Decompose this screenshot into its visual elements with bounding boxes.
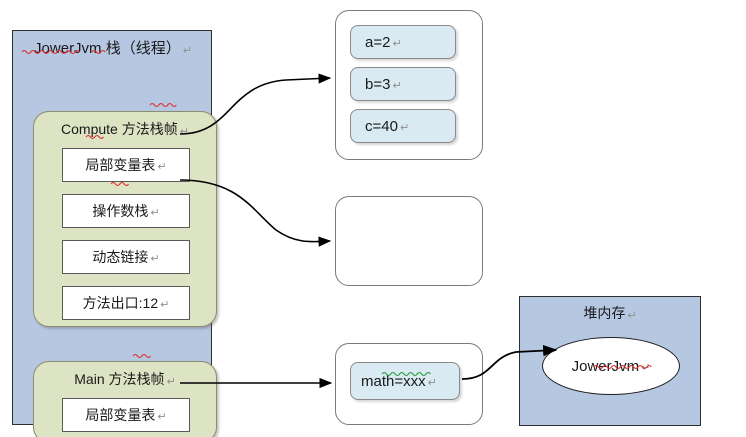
variable-chip-label: c=40	[365, 117, 398, 135]
pilcrow-icon: ↵	[179, 126, 189, 138]
main-frame-title: Main 方法栈帧↵	[34, 369, 216, 389]
variable-chip-label: b=3	[365, 75, 391, 93]
compute-slot-local-variable-table[interactable]: 局部变量表↵	[62, 148, 190, 182]
pilcrow-icon: ↵	[399, 121, 410, 134]
pilcrow-icon: ↵	[157, 410, 167, 423]
compute-slot-operand-stack[interactable]: 操作数栈↵	[62, 194, 190, 228]
variable-chip-c[interactable]: c=40↵	[350, 109, 456, 143]
compute-method-frame: Compute 方法栈帧↵ 局部变量表↵ 操作数栈↵ 动态链接↵ 方法出口:12…	[33, 111, 217, 327]
heap-object-label: JowerJvm	[571, 357, 640, 375]
pilcrow-icon: ↵	[392, 79, 402, 92]
slot-label: 局部变量表	[85, 407, 156, 423]
jvm-stack-title-text: JowerJvm 栈（线程）	[34, 40, 181, 57]
operand-stack-panel	[335, 196, 483, 286]
heap-title: 堆内存↵	[520, 303, 700, 323]
variable-chip-a[interactable]: a=2↵	[350, 25, 456, 59]
slot-label: 操作数栈	[92, 203, 149, 219]
pilcrow-icon: ↵	[392, 37, 402, 50]
pilcrow-icon: ↵	[182, 45, 192, 57]
variable-chip-label: a=2	[365, 33, 391, 51]
pilcrow-icon: ↵	[641, 361, 651, 374]
main-slot-local-variable-table[interactable]: 局部变量表↵	[62, 398, 190, 432]
variable-chip-math[interactable]: math=xxx↵	[350, 362, 460, 400]
main-method-frame: Main 方法栈帧↵ 局部变量表↵	[33, 361, 217, 437]
heap-title-text: 堆内存	[583, 305, 626, 321]
pilcrow-icon: ↵	[150, 252, 160, 265]
pilcrow-icon: ↵	[157, 160, 167, 173]
pilcrow-icon: ↵	[166, 376, 176, 388]
heap-memory-container: 堆内存↵ JowerJvm↵	[519, 296, 701, 426]
variable-chip-label: math=xxx	[361, 372, 426, 390]
jvm-stack-title: JowerJvm 栈（线程）↵	[13, 37, 213, 58]
main-local-variable-panel: math=xxx↵	[335, 343, 483, 425]
pilcrow-icon: ↵	[627, 310, 637, 322]
jvm-stack-container: JowerJvm 栈（线程）↵ Compute 方法栈帧↵ 局部变量表↵ 操作数…	[12, 30, 217, 437]
variable-chip-b[interactable]: b=3↵	[350, 67, 456, 101]
compute-frame-title: Compute 方法栈帧↵	[34, 119, 216, 139]
compute-slot-method-return-address[interactable]: 方法出口:12↵	[62, 286, 190, 320]
heap-object-ellipse[interactable]: JowerJvm↵	[542, 337, 680, 395]
pilcrow-icon: ↵	[160, 298, 170, 311]
compute-slot-dynamic-linking[interactable]: 动态链接↵	[62, 240, 190, 274]
main-frame-title-text: Main 方法栈帧	[74, 371, 165, 387]
pilcrow-icon: ↵	[150, 206, 160, 219]
local-variable-values-panel: a=2↵ b=3↵ c=40↵	[335, 10, 483, 160]
slot-label: 方法出口:12	[82, 295, 159, 311]
compute-frame-title-text: Compute 方法栈帧	[61, 121, 178, 137]
slot-label: 局部变量表	[85, 157, 156, 173]
slot-label: 动态链接	[92, 249, 149, 265]
pilcrow-icon: ↵	[427, 376, 437, 389]
